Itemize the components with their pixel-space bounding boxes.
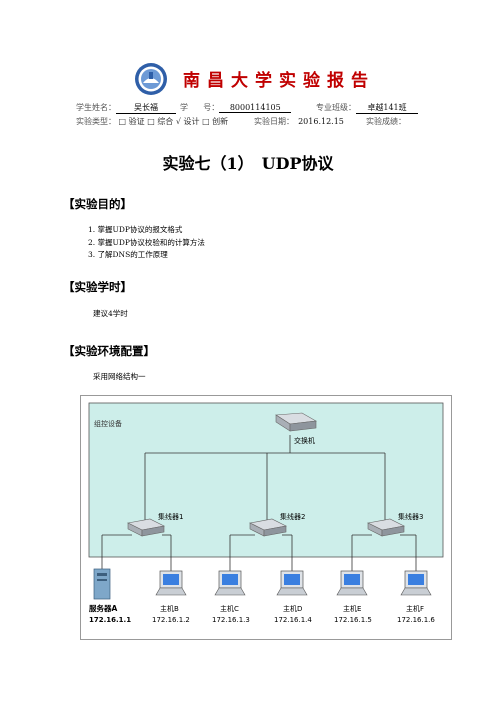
info-row-id: 学 号：8000114105 (180, 102, 292, 113)
exp-type-3: 创新 (212, 117, 229, 126)
hub-icon (367, 518, 405, 537)
exp-date-value: 2016.12.15 (298, 117, 344, 126)
exp-date-label: 实验日期： (254, 117, 294, 126)
host-ip-c: 172.16.1.3 (212, 616, 250, 624)
experiment-title: 实验七（1） UDP协议 (162, 154, 334, 173)
monitor-icon (155, 570, 187, 596)
switch-label: 交换机 (294, 436, 315, 445)
list-item: 3. 了解DNS的工作原理 (88, 250, 168, 259)
info-row-class: 专业班级：卓越141班 (316, 102, 418, 114)
info-row-type: 实验类型： □ 验证 □ 综合 √ 设计 □ 创新 (76, 116, 228, 127)
section-heading-hours: 【实验学时】 (63, 280, 132, 294)
student-id-label: 学 号： (180, 103, 220, 112)
section-heading-env: 【实验环境配置】 (63, 344, 155, 358)
exp-type-box-2: √ (175, 117, 181, 126)
info-row-student: 学生姓名：吴长福 (76, 102, 176, 114)
server-name: 服务器A (89, 603, 117, 613)
host-name-c: 主机C (220, 604, 239, 613)
host-name-e: 主机E (343, 604, 361, 613)
host-ip-d: 172.16.1.4 (274, 616, 312, 624)
exp-type-label: 实验类型： (76, 117, 116, 126)
hours-text: 建议4学时 (93, 309, 128, 318)
network-diagram: 组控设备 交换机 集线器1 集线器2 集 (80, 395, 452, 640)
info-row-score: 实验成绩： (366, 116, 406, 127)
list-item: 2. 掌握UDP协议校验和的计算方法 (88, 237, 205, 247)
host-name-f: 主机F (406, 604, 424, 613)
host-name-b: 主机B (160, 604, 179, 613)
area-label: 组控设备 (94, 419, 122, 428)
switch-icon (275, 412, 317, 432)
exp-type-0: 验证 (128, 117, 145, 126)
exp-type-box-3: □ (202, 117, 210, 126)
student-id-value: 8000114105 (219, 103, 292, 113)
purpose-list: 1. 掌握UDP协议的报文格式 2. 掌握UDP协议校验和的计算方法 3. 了解… (88, 224, 205, 262)
hub-label-3: 集线器3 (398, 512, 423, 521)
server-ip: 172.16.1.1 (89, 616, 131, 624)
student-name-label: 学生姓名： (76, 103, 116, 112)
env-text: 采用网络结构一 (93, 372, 146, 381)
class-value: 卓越141班 (356, 102, 418, 114)
score-label: 实验成绩： (366, 117, 406, 126)
exp-type-2: 设计 (183, 117, 200, 126)
exp-type-1: 综合 (157, 117, 174, 126)
info-row-date: 实验日期： 2016.12.15 (254, 116, 348, 127)
hub-icon (127, 518, 165, 537)
monitor-icon (400, 570, 432, 596)
host-ip-e: 172.16.1.5 (334, 616, 372, 624)
section-heading-purpose: 【实验目的】 (63, 197, 132, 211)
university-logo-icon (135, 63, 167, 95)
host-ip-f: 172.16.1.6 (397, 616, 435, 624)
monitor-icon (214, 570, 246, 596)
host-ip-b: 172.16.1.2 (152, 616, 190, 624)
exp-type-box-0: □ (118, 117, 127, 126)
host-name-d: 主机D (283, 604, 302, 613)
report-title: 南昌大学实验报告 (183, 71, 375, 91)
class-label: 专业班级： (316, 103, 356, 112)
list-item: 1. 掌握UDP协议的报文格式 (88, 225, 183, 234)
connection-lines (101, 435, 417, 573)
monitor-icon (276, 570, 308, 596)
server-icon (93, 568, 111, 600)
monitor-icon (336, 570, 368, 596)
hub-icon (249, 518, 287, 537)
student-name-value: 吴长福 (116, 102, 176, 114)
hub-label-1: 集线器1 (158, 512, 183, 521)
exp-type-box-1: □ (147, 117, 155, 126)
hub-label-2: 集线器2 (280, 512, 305, 521)
